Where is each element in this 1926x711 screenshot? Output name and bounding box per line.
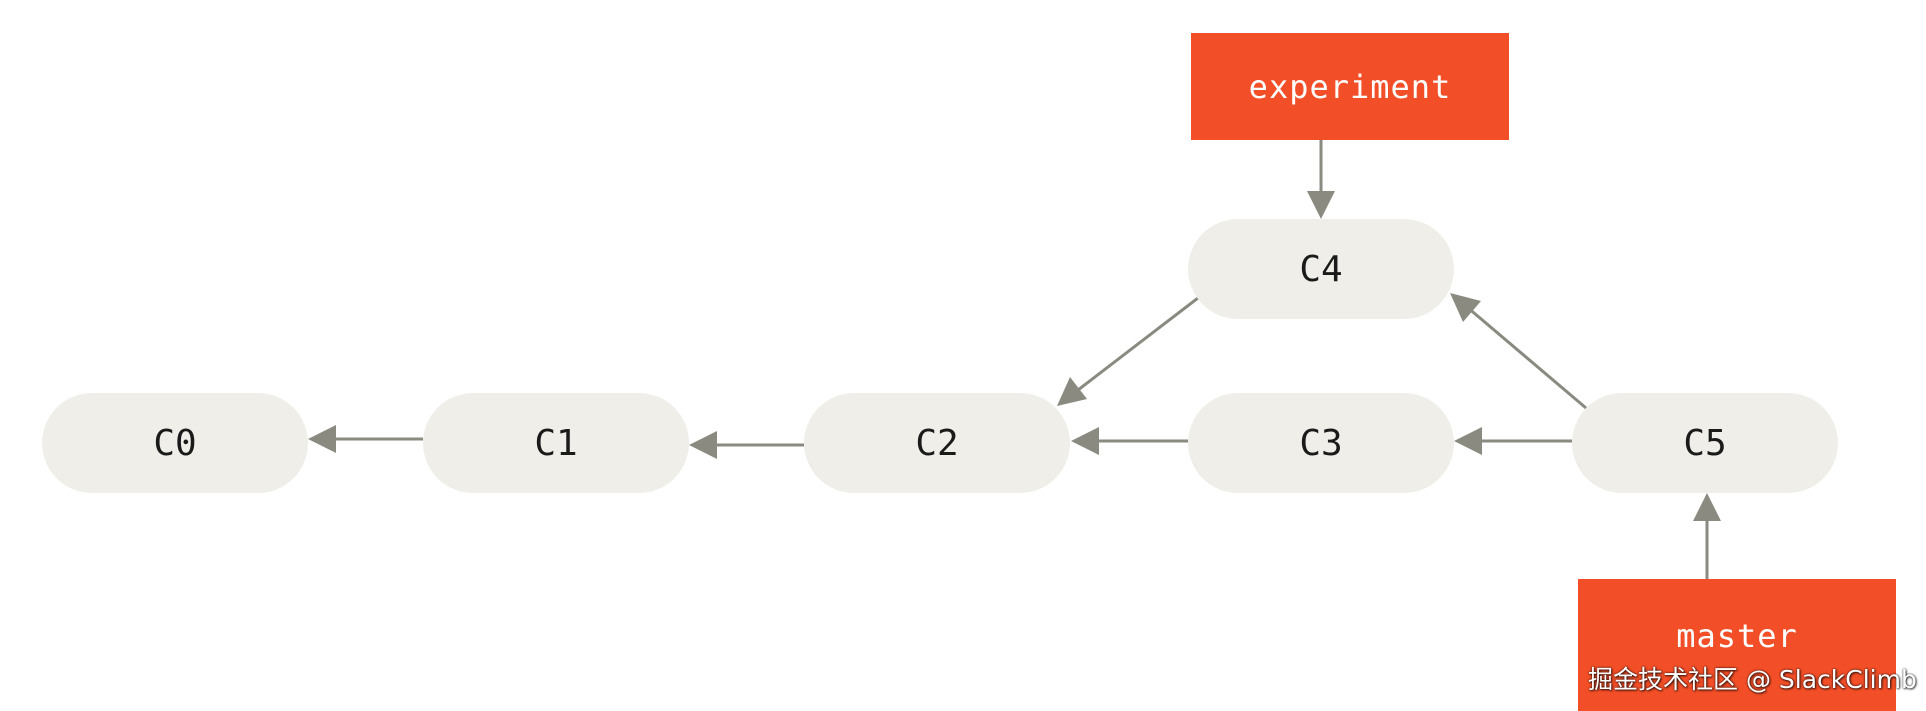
arrow-c2-to-c1: [689, 431, 804, 459]
branch-label-master: master: [1578, 579, 1896, 711]
arrow-master-to-c5: [1693, 493, 1721, 579]
commit-node-c4: C4: [1188, 219, 1454, 319]
arrow-c1-to-c0: [308, 425, 423, 453]
commit-node-c3: C3: [1188, 393, 1454, 493]
commit-node-c2: C2: [804, 393, 1070, 493]
watermark-text: 掘金技术社区 @ SlackClimb: [1588, 665, 1917, 694]
commit-node-c1: C1: [423, 393, 689, 493]
commit-node-c5: C5: [1572, 393, 1838, 493]
commit-node-c0: C0: [42, 393, 308, 493]
arrow-c4-to-c2: [1057, 296, 1199, 406]
arrow-c5-to-c3: [1454, 427, 1572, 455]
arrow-c3-to-c2: [1071, 427, 1188, 455]
arrow-c5-to-c4: [1450, 293, 1587, 410]
branch-label-experiment: experiment: [1191, 33, 1509, 140]
arrow-experiment-to-c4: [1307, 140, 1335, 219]
